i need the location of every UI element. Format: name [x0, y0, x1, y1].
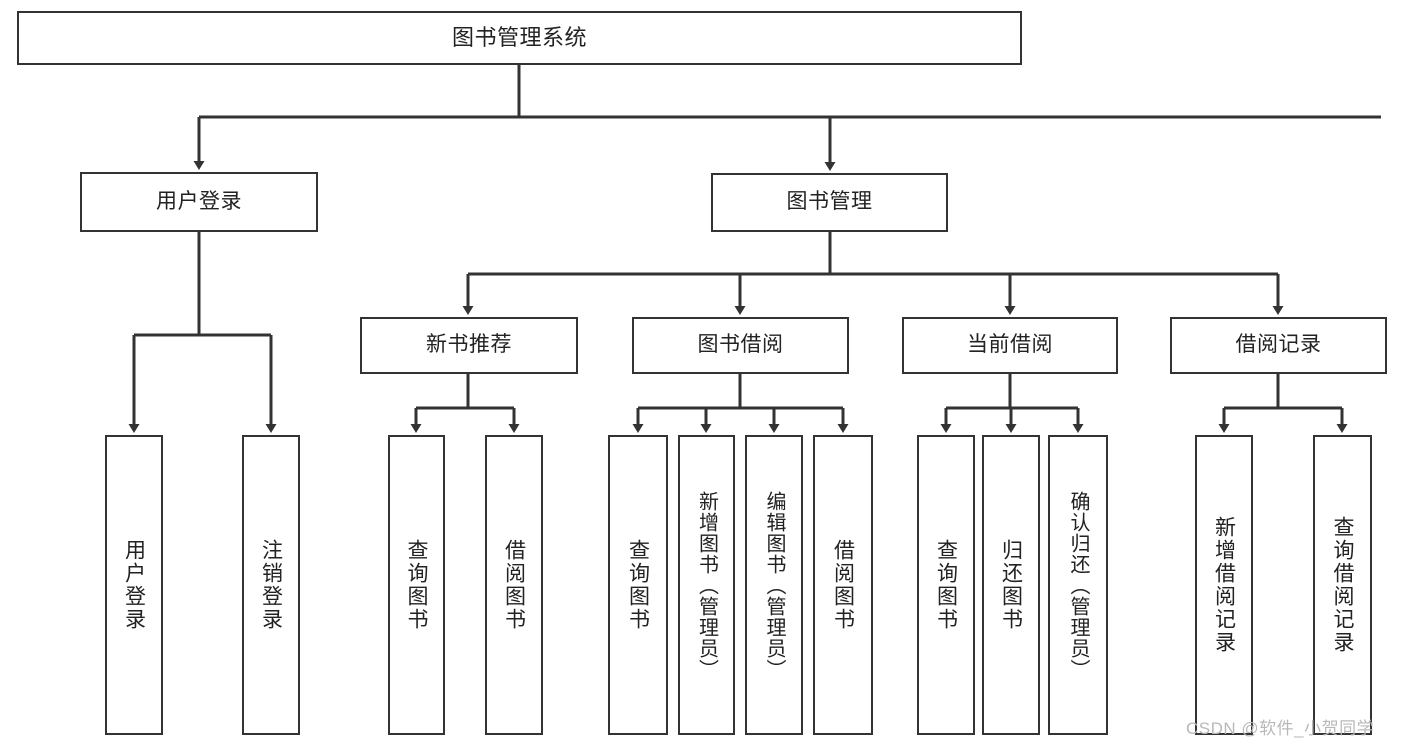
node-current-borrow[interactable]: 当前借阅	[902, 317, 1118, 374]
leaf-node[interactable]: 确认归还（管理员）	[1048, 435, 1108, 735]
leaf-node-label: 归还图书	[999, 539, 1023, 631]
leaf-node[interactable]: 用户登录	[105, 435, 163, 735]
leaf-node[interactable]: 查询图书	[608, 435, 668, 735]
node-book-borrow-label: 图书借阅	[697, 333, 784, 357]
leaf-node-label: 用户登录	[122, 539, 146, 631]
node-borrow-record-label: 借阅记录	[1235, 333, 1322, 357]
leaf-node-label: 新增图书（管理员）	[695, 490, 718, 680]
leaf-node[interactable]: 归还图书	[982, 435, 1040, 735]
leaf-node[interactable]: 借阅图书	[813, 435, 873, 735]
leaf-node-label: 查询借阅记录	[1331, 516, 1354, 654]
leaf-node-label: 借阅图书	[502, 539, 526, 631]
node-current-borrow-label: 当前借阅	[967, 333, 1053, 357]
node-root-label: 图书管理系统	[451, 25, 587, 51]
node-user-login-label: 用户登录	[156, 189, 242, 213]
node-root[interactable]: 图书管理系统	[17, 11, 1022, 65]
node-new-book-recommend-label: 新书推荐	[426, 333, 512, 357]
leaf-node-label: 确认归还（管理员）	[1067, 490, 1089, 680]
leaf-node-label: 查询图书	[626, 539, 650, 631]
leaf-node-label: 注销登录	[259, 539, 283, 631]
leaf-node[interactable]: 新增借阅记录	[1195, 435, 1253, 735]
node-user-login[interactable]: 用户登录	[80, 172, 318, 232]
leaf-node[interactable]: 查询图书	[388, 435, 445, 735]
node-borrow-record[interactable]: 借阅记录	[1170, 317, 1387, 374]
leaf-node[interactable]: 编辑图书（管理员）	[745, 435, 803, 735]
leaf-node-label: 新增借阅记录	[1212, 516, 1236, 654]
leaf-node[interactable]: 注销登录	[242, 435, 300, 735]
node-book-management[interactable]: 图书管理	[711, 173, 948, 232]
leaf-node[interactable]: 借阅图书	[485, 435, 543, 735]
leaf-node-label: 借阅图书	[831, 539, 855, 631]
leaf-node-label: 编辑图书（管理员）	[763, 490, 785, 680]
node-book-management-label: 图书管理	[786, 190, 873, 214]
leaf-node-label: 查询图书	[405, 539, 428, 631]
node-book-borrow[interactable]: 图书借阅	[632, 317, 849, 374]
leaf-node[interactable]: 查询图书	[917, 435, 975, 735]
leaf-node-label: 查询图书	[934, 539, 958, 631]
leaf-node[interactable]: 新增图书（管理员）	[678, 435, 735, 735]
node-new-book-recommend[interactable]: 新书推荐	[360, 317, 578, 374]
leaf-node[interactable]: 查询借阅记录	[1313, 435, 1372, 735]
watermark: CSDN @软件_小贺同学	[1186, 719, 1375, 738]
